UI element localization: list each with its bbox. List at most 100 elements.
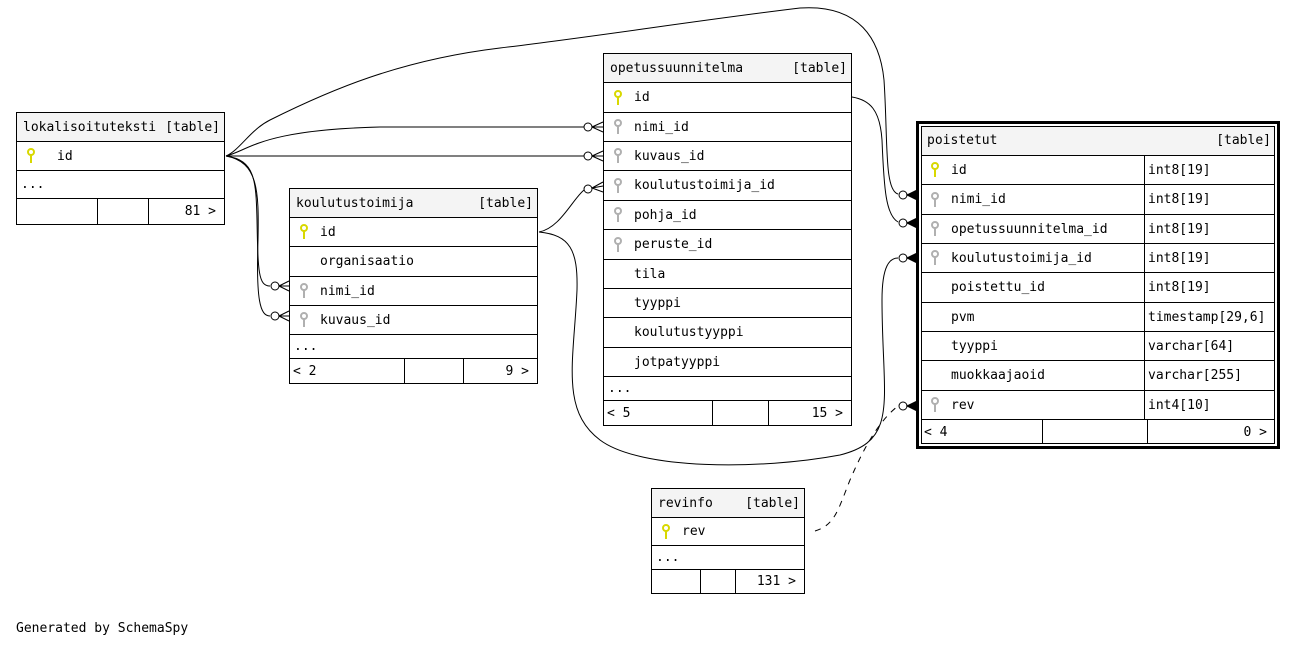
column-name: id — [320, 224, 336, 240]
optional-marker — [270, 311, 280, 321]
column-name: tyyppi — [634, 295, 681, 311]
column-name: pvm — [951, 309, 975, 325]
column-type: int8[19] — [1144, 215, 1275, 243]
table-header[interactable]: opetussuunnitelma [table] — [604, 54, 851, 83]
table-kind: [table] — [165, 119, 220, 135]
column-name: tyyppi — [951, 338, 998, 354]
column-name: muokkaajaoid — [951, 368, 1045, 383]
column-row[interactable]: id int8[19] — [921, 156, 1275, 185]
table-footer: < 5 15 > — [604, 401, 851, 425]
column-name: organisaatio — [320, 254, 414, 269]
children-count[interactable]: 9 > — [505, 363, 529, 379]
parents-count[interactable] — [17, 199, 98, 224]
column-name: nimi_id — [320, 283, 375, 299]
more-columns[interactable]: ... — [17, 171, 224, 199]
optional-marker — [898, 218, 908, 228]
column-row[interactable]: pohja_id — [604, 201, 851, 230]
table-opetussuunnitelma[interactable]: opetussuunnitelma [table] id nimi_id kuv… — [603, 53, 852, 426]
column-row[interactable]: tyyppi — [604, 289, 851, 318]
table-kind: [table] — [1216, 133, 1271, 148]
table-name: poistetut — [927, 133, 998, 148]
column-row[interactable]: tila — [604, 260, 851, 289]
crowfoot-marker — [591, 150, 604, 162]
column-name: id — [634, 90, 650, 105]
table-header[interactable]: lokalisoituteksti [table] — [17, 113, 224, 142]
parents-count[interactable] — [652, 570, 701, 593]
edge-poistetut-opetussuunnitelma-to-opetussuunnitelma — [851, 96, 899, 223]
table-name: opetussuunnitelma — [610, 60, 744, 76]
more-columns[interactable]: ... — [652, 546, 804, 570]
column-row[interactable]: jotpatyyppi — [604, 348, 851, 377]
column-row[interactable]: kuvaus_id — [290, 306, 537, 335]
column-type: int4[10] — [1144, 391, 1275, 419]
parents-count[interactable]: < 4 — [921, 420, 1043, 444]
column-row[interactable]: muokkaajaoid varchar[255] — [921, 361, 1275, 391]
column-name: kuvaus_id — [634, 148, 705, 164]
column-type: varchar[255] — [1144, 361, 1275, 390]
column-row[interactable]: id — [604, 83, 851, 113]
children-count[interactable]: 131 > — [756, 574, 796, 589]
column-name: nimi_id — [951, 192, 1006, 207]
column-name: poistettu_id — [951, 280, 1045, 295]
column-row[interactable]: nimi_id int8[19] — [921, 185, 1275, 215]
more-columns[interactable]: ... — [290, 335, 537, 359]
foreign-key-icon — [931, 397, 939, 412]
column-name: kuvaus_id — [320, 312, 391, 328]
table-revinfo[interactable]: revinfo [table] rev ... 131 > — [651, 488, 805, 594]
column-type: varchar[64] — [1144, 332, 1275, 360]
column-name: jotpatyyppi — [634, 354, 721, 370]
table-kind: [table] — [792, 60, 847, 76]
column-row[interactable]: kuvaus_id — [604, 142, 851, 171]
column-row[interactable]: poistettu_id int8[19] — [921, 273, 1275, 303]
table-poistetut[interactable]: poistetut [table] id int8[19] nimi_id in… — [916, 121, 1280, 449]
column-name: peruste_id — [634, 237, 713, 252]
table-footer: 131 > — [652, 570, 804, 593]
table-footer: 81 > — [17, 199, 224, 224]
edge-koulutustoimija-nimi-to-lokalisoituteksti — [225, 155, 271, 287]
column-row[interactable]: koulutustoimija_id — [604, 171, 851, 201]
children-count[interactable]: 81 > — [184, 204, 216, 219]
column-row[interactable]: nimi_id — [604, 113, 851, 142]
column-row[interactable]: organisaatio — [290, 247, 537, 277]
parents-count[interactable]: < 2 — [290, 359, 405, 383]
table-header[interactable]: poistetut [table] — [921, 126, 1275, 156]
parents-count[interactable]: < 5 — [604, 401, 713, 425]
foreign-key-icon — [300, 283, 308, 298]
column-row[interactable]: opetussuunnitelma_id int8[19] — [921, 215, 1275, 244]
table-header[interactable]: koulutustoimija [table] — [290, 189, 537, 218]
children-count[interactable]: 0 > — [1243, 424, 1267, 440]
column-row[interactable]: id — [290, 218, 537, 247]
column-name: id — [57, 148, 73, 164]
more-columns[interactable]: ... — [604, 377, 851, 401]
children-count[interactable]: 15 > — [811, 405, 843, 421]
foreign-key-icon — [614, 177, 622, 193]
table-name: koulutustoimija — [296, 195, 414, 211]
table-name: revinfo — [658, 495, 713, 511]
column-row[interactable]: koulutustyyppi — [604, 318, 851, 348]
foreign-key-icon — [931, 250, 939, 265]
foreign-key-icon — [614, 119, 622, 134]
column-name: rev — [951, 397, 975, 413]
column-row[interactable]: koulutustoimija_id int8[19] — [921, 244, 1275, 273]
optional-marker — [270, 281, 280, 291]
table-kind: [table] — [745, 495, 800, 511]
column-row[interactable]: peruste_id — [604, 230, 851, 260]
column-row[interactable]: nimi_id — [290, 277, 537, 306]
column-row[interactable]: rev — [652, 518, 804, 546]
table-header[interactable]: revinfo [table] — [652, 489, 804, 518]
column-name: nimi_id — [634, 119, 689, 135]
optional-marker — [583, 151, 593, 161]
optional-marker — [898, 253, 908, 263]
column-name: koulutustoimija_id — [951, 250, 1092, 266]
column-row[interactable]: pvm timestamp[29,6] — [921, 303, 1275, 332]
crowfoot-marker — [278, 280, 290, 292]
column-row[interactable]: tyyppi varchar[64] — [921, 332, 1275, 361]
column-row[interactable]: id — [17, 142, 224, 171]
foreign-key-icon — [300, 312, 308, 327]
column-row[interactable]: rev int4[10] — [921, 391, 1275, 420]
foreign-key-icon — [614, 236, 622, 252]
table-koulutustoimija[interactable]: koulutustoimija [table] id organisaatio … — [289, 188, 538, 384]
foreign-key-icon — [614, 207, 622, 222]
table-lokalisoituteksti[interactable]: lokalisoituteksti [table] id ... 81 > — [16, 112, 225, 225]
column-name: koulutustyyppi — [634, 325, 744, 340]
